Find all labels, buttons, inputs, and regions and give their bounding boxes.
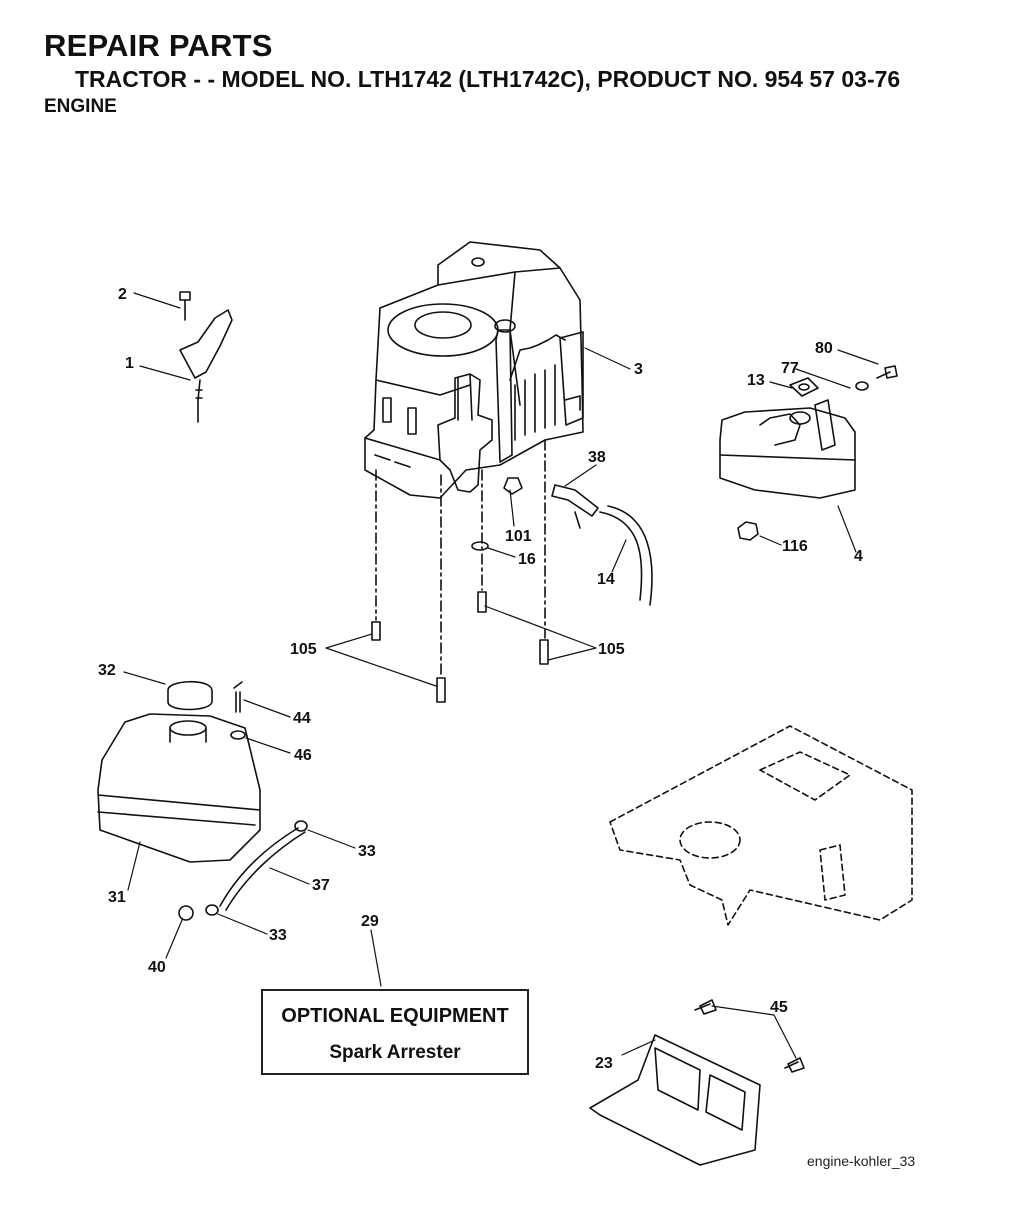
callout-116: 116 xyxy=(782,538,808,555)
callout-37: 37 xyxy=(312,877,330,894)
mounting-bolts-drawing xyxy=(371,439,549,703)
callout-44: 44 xyxy=(293,710,311,727)
callout-40: 40 xyxy=(148,959,166,976)
callout-16: 16 xyxy=(518,551,536,568)
figure-id: engine-kohler_33 xyxy=(807,1153,916,1169)
callout-38: 38 xyxy=(588,449,606,466)
fuel-tank-drawing xyxy=(97,680,308,921)
throttle-control-drawing xyxy=(179,291,233,423)
callout-105-right: 105 xyxy=(598,641,625,658)
optional-equipment-heading: OPTIONAL EQUIPMENT xyxy=(281,1005,509,1027)
callout-33-upper: 33 xyxy=(358,843,376,860)
callout-31: 31 xyxy=(108,889,126,906)
section-label: ENGINE xyxy=(44,96,117,117)
page-title: REPAIR PARTS xyxy=(44,28,273,63)
callout-77: 77 xyxy=(781,360,799,377)
optional-equipment-box: OPTIONAL EQUIPMENT Spark Arrester xyxy=(261,989,529,1075)
frame-drawing xyxy=(609,725,913,926)
callout-14: 14 xyxy=(597,571,615,588)
fuel-shutoff-drawing xyxy=(471,477,653,606)
callout-3: 3 xyxy=(634,361,643,378)
callout-2: 2 xyxy=(118,286,127,303)
callout-46: 46 xyxy=(294,747,312,764)
spark-arrester-drawing xyxy=(589,999,805,1166)
callout-32: 32 xyxy=(98,662,116,679)
callout-1: 1 xyxy=(125,355,134,372)
callout-80: 80 xyxy=(815,340,833,357)
callout-101: 101 xyxy=(505,528,532,545)
engine-drawing xyxy=(364,241,584,499)
muffler-drawing xyxy=(719,365,898,541)
callout-4: 4 xyxy=(854,548,863,565)
callout-23: 23 xyxy=(595,1055,613,1072)
optional-equipment-item: Spark Arrester xyxy=(329,1042,461,1063)
callout-105-left: 105 xyxy=(290,641,317,658)
leader-lines xyxy=(123,292,879,1059)
callout-33-lower: 33 xyxy=(269,927,287,944)
callout-29: 29 xyxy=(361,913,379,930)
callout-45: 45 xyxy=(770,999,788,1016)
callout-13: 13 xyxy=(747,372,765,389)
page-subtitle: TRACTOR - - MODEL NO. LTH1742 (LTH1742C)… xyxy=(75,66,901,92)
